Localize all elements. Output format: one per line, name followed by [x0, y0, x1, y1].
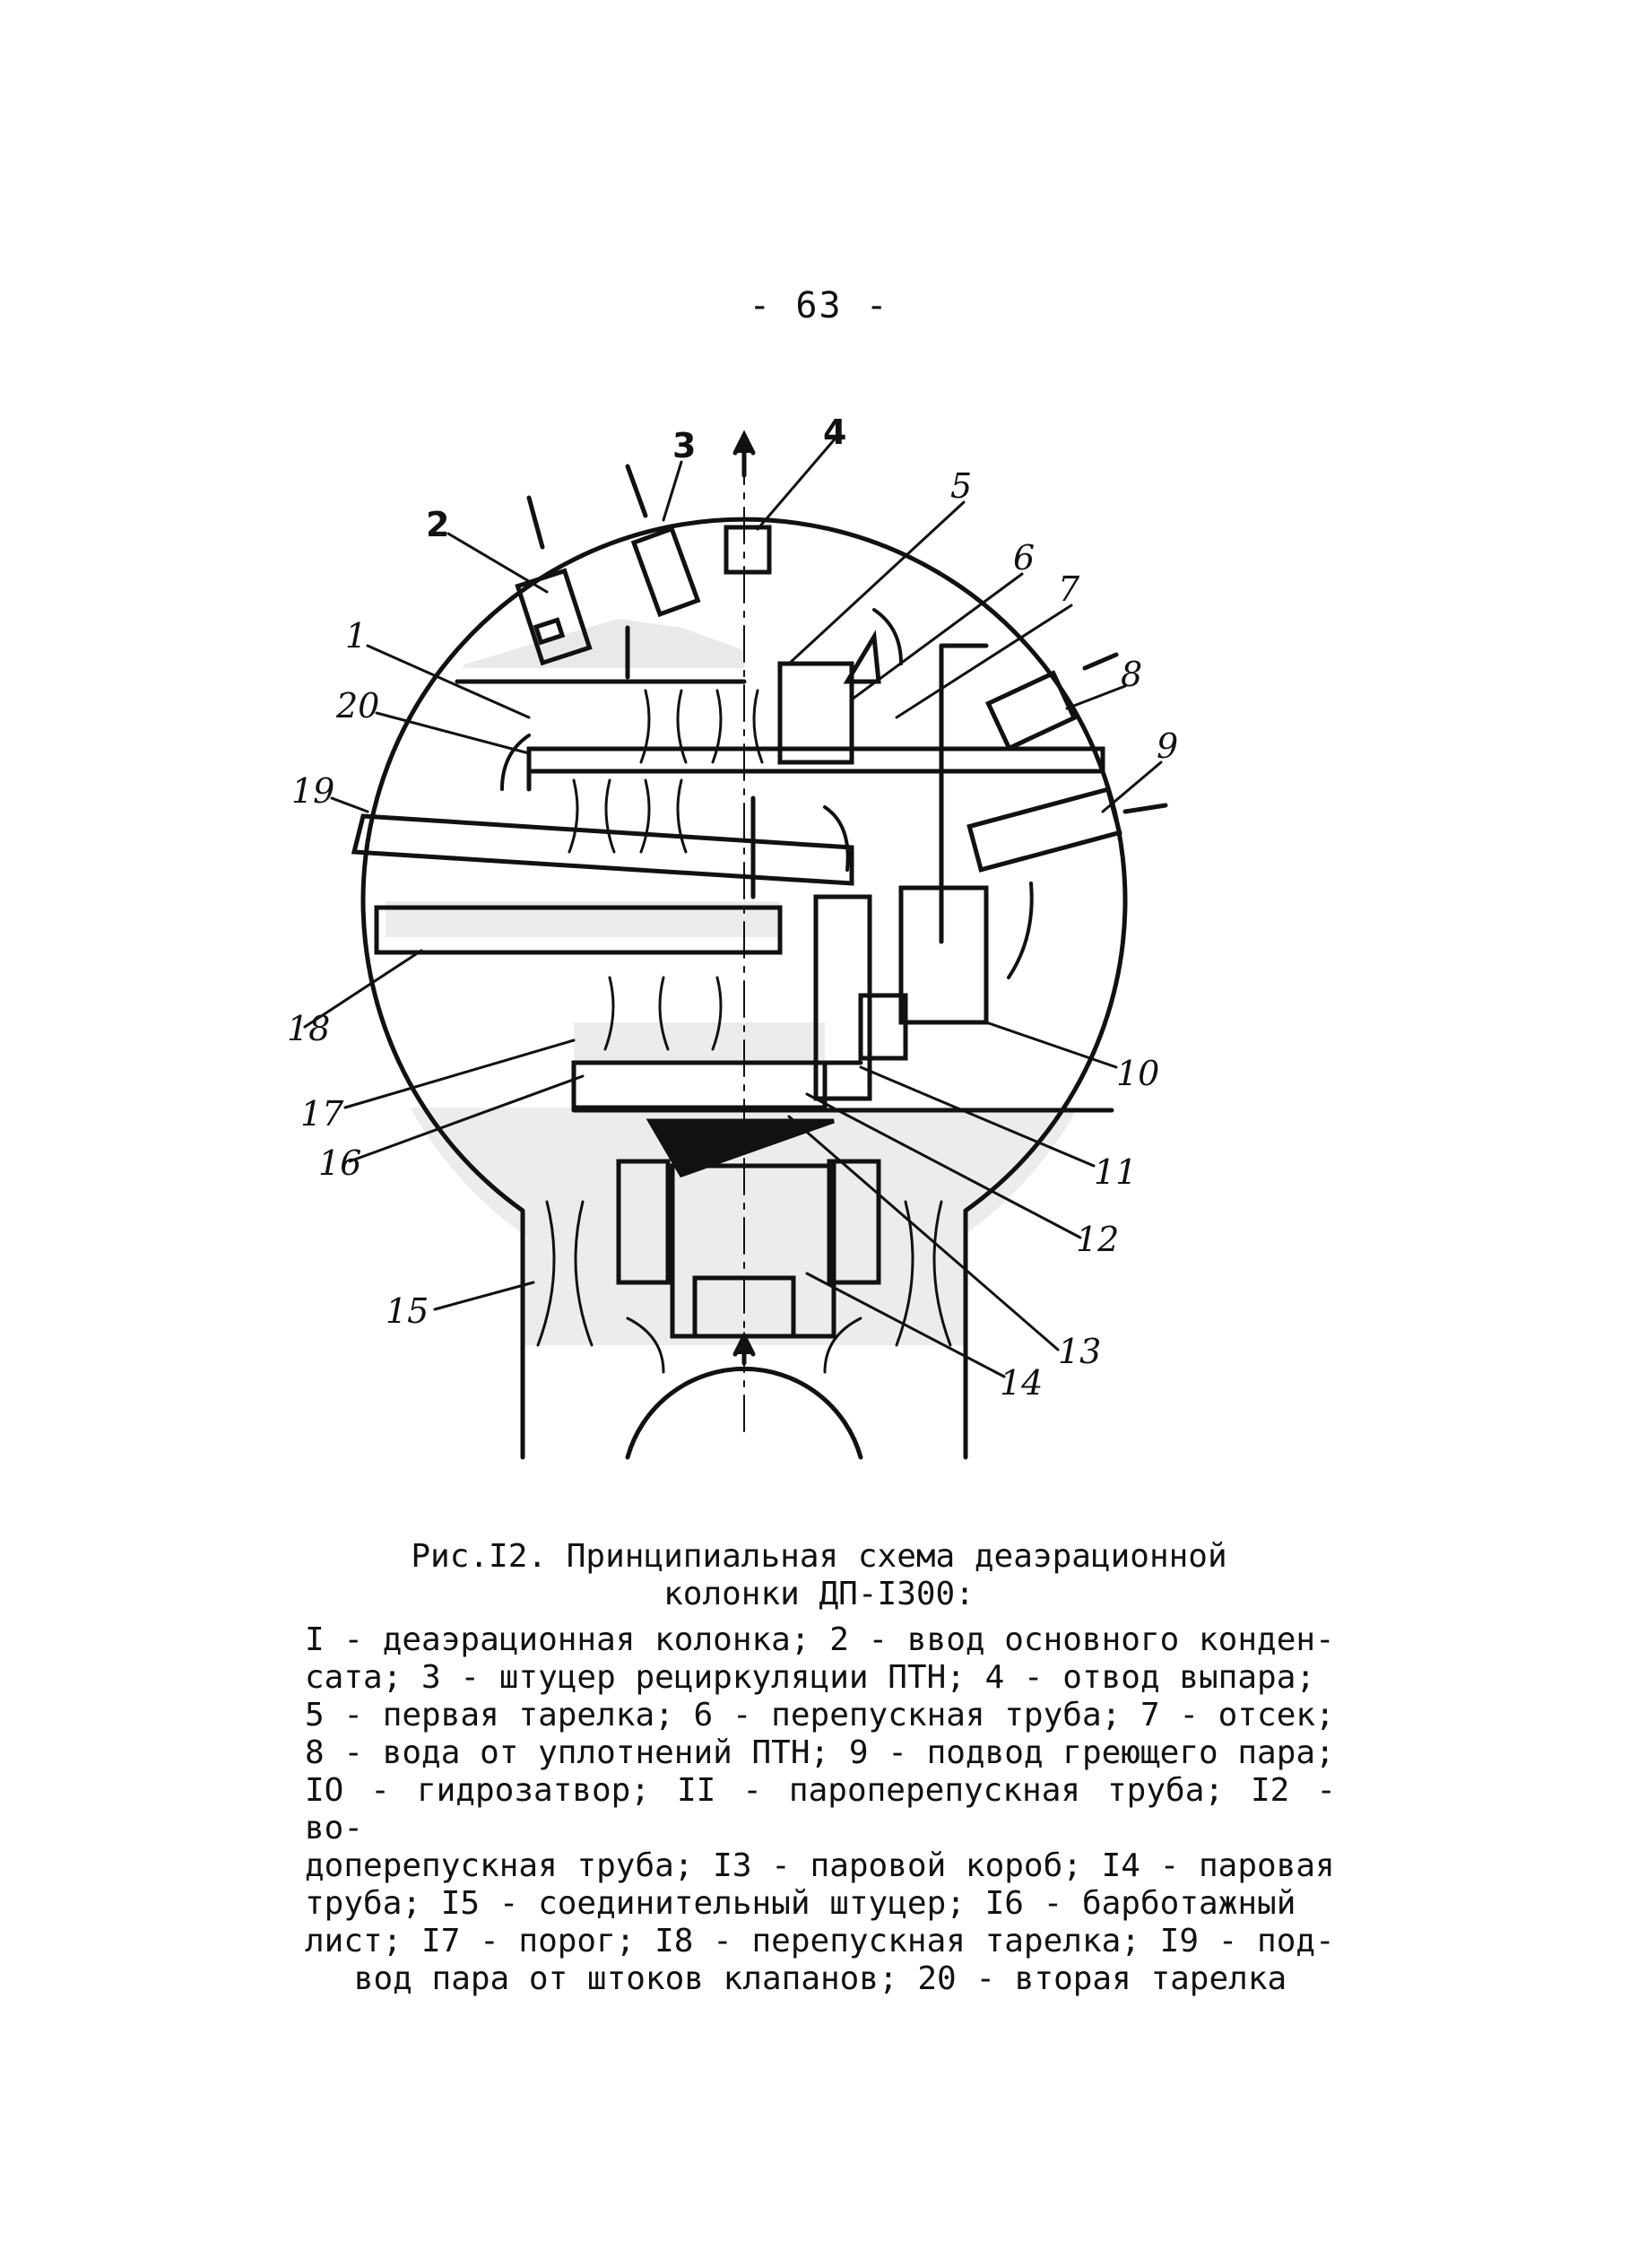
callout-20: 20 [335, 686, 379, 726]
figure-legend: I - деаэрационная колонка; 2 - ввод осно… [305, 1621, 1336, 1998]
right-nozzles [966, 652, 1168, 873]
callout-15: 15 [386, 1291, 429, 1331]
callout-13: 13 [1058, 1332, 1101, 1371]
callout-7: 7 [1058, 569, 1080, 609]
legend-line: вод пара от штоков клапанов; 20 - вторая… [353, 1960, 1287, 1997]
vent-nozzle [724, 525, 772, 575]
legend-line: труба; I5 - соединительный штуцер; I6 - … [305, 1885, 1296, 1922]
callout-18: 18 [287, 1009, 330, 1048]
legend-line: 5 - первая тарелка; 6 - перепускная труб… [305, 1697, 1335, 1734]
page-number: - 63 - [749, 285, 889, 326]
legend-line: лист; I7 - порог; I8 - перепускная тарел… [305, 1923, 1335, 1960]
callout-8: 8 [1121, 655, 1142, 694]
steam-box [616, 1118, 881, 1366]
legend-line: сата; 3 - штуцер рециркуляции ПТН; 4 - о… [305, 1659, 1316, 1696]
caption-line-1: Рис.I2. Принципиальная схема деаэрационн… [411, 1538, 1227, 1575]
legend-line: I - деаэрационная колонка; 2 - ввод осно… [305, 1621, 1335, 1658]
callout-10: 10 [1116, 1054, 1159, 1093]
inlet-nozzles [515, 464, 701, 666]
callout-1: 1 [345, 616, 367, 656]
flow-lines [536, 689, 952, 1374]
callout-5: 5 [950, 466, 972, 506]
callout-4: 4 [823, 413, 846, 452]
callout-6: 6 [1013, 538, 1035, 578]
callout-3: 3 [672, 426, 696, 465]
callout-14: 14 [1000, 1363, 1043, 1403]
callout-19: 19 [291, 771, 334, 811]
trays [374, 625, 1114, 1113]
callout-16: 16 [318, 1143, 361, 1183]
leader-lines [303, 433, 1163, 1378]
callout-12: 12 [1076, 1220, 1119, 1259]
steam-pipe-19 [351, 795, 854, 899]
callout-2: 2 [426, 505, 449, 544]
water-regions [377, 619, 1121, 1278]
legend-line: доперепускная труба; I3 - паровой короб;… [305, 1847, 1335, 1884]
legend-line: IO - гидрозатвор; II - пароперепускная т… [305, 1772, 1336, 1847]
callout-labels: 1 2 3 4 5 6 7 8 9 10 11 12 13 14 15 16 1… [287, 413, 1178, 1403]
internals-right [777, 630, 989, 1101]
flow-arrows [500, 608, 1034, 979]
callout-17: 17 [300, 1094, 344, 1134]
legend-line: 8 - вода от уплотнений ПТН; 9 - подвод г… [305, 1734, 1335, 1771]
callout-9: 9 [1157, 726, 1178, 766]
callout-11: 11 [1094, 1152, 1137, 1192]
caption-line-2: колонки ДП-I300: [663, 1576, 975, 1612]
figure-caption: Рис.I2. Принципиальная схема деаэрационн… [0, 1538, 1638, 1613]
